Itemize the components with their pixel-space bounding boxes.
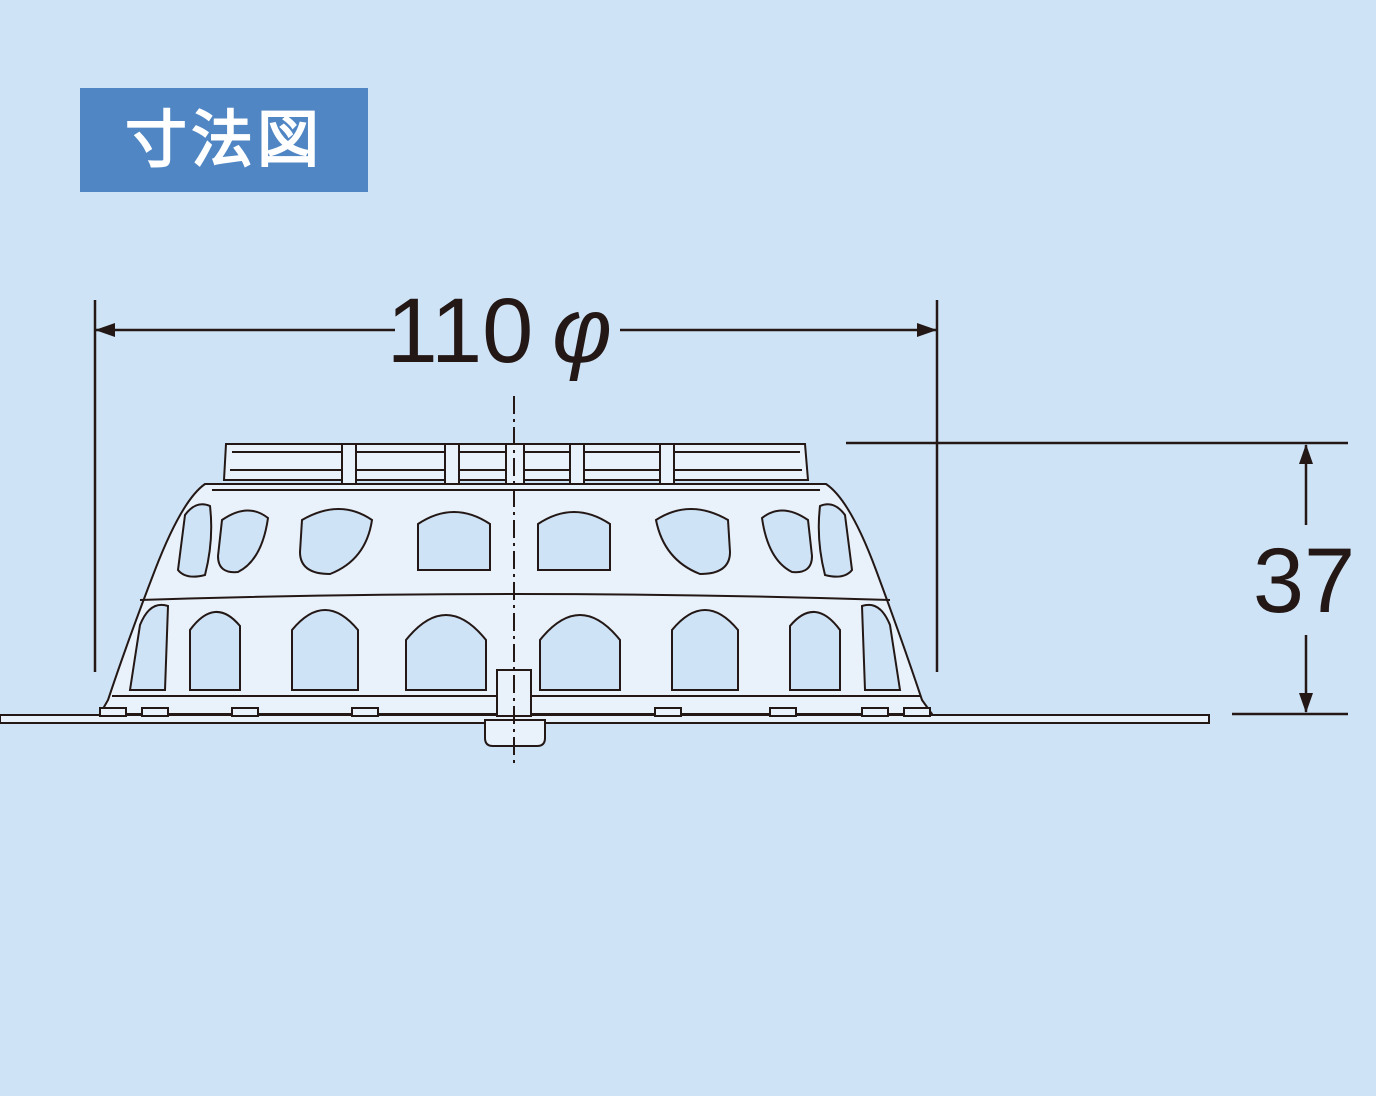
base-foot <box>654 707 682 717</box>
base-feet <box>99 707 931 717</box>
top-clip <box>659 443 675 485</box>
top-clips <box>341 443 675 485</box>
base-foot <box>769 707 797 717</box>
diameter-value-label: 110 <box>387 280 534 382</box>
lower-opening <box>539 614 621 691</box>
upper-opening <box>298 508 374 576</box>
height-value-label: 37 <box>1253 530 1355 632</box>
upper-opening <box>216 509 270 574</box>
flange-plate <box>0 714 1210 724</box>
lower-openings <box>128 603 902 691</box>
top-clip <box>444 443 460 485</box>
upper-opening <box>760 509 814 574</box>
lower-opening <box>189 610 241 691</box>
bottom-latch-foot <box>484 719 546 747</box>
upper-opening <box>417 511 491 571</box>
title-badge: 寸法図 <box>80 88 368 192</box>
upper-opening <box>176 503 213 578</box>
base-foot <box>231 707 259 717</box>
top-clip <box>569 443 585 485</box>
upper-opening <box>537 511 611 571</box>
base-foot <box>99 707 127 717</box>
base-foot <box>861 707 889 717</box>
lower-opening <box>671 609 739 691</box>
diameter-symbol-label: φ <box>552 280 612 382</box>
height-dimension: 37 <box>846 441 1355 716</box>
strainer-part <box>98 443 934 747</box>
base-foot <box>351 707 379 717</box>
lower-opening <box>789 610 841 691</box>
lower-opening <box>860 603 902 691</box>
lower-opening <box>128 603 170 691</box>
upper-opening <box>817 503 854 578</box>
lower-opening <box>405 614 487 691</box>
width-dimension: 110 φ <box>93 280 939 672</box>
base-foot <box>903 707 931 717</box>
upper-openings <box>176 503 854 578</box>
top-clip <box>341 443 357 485</box>
upper-opening <box>654 508 732 576</box>
lower-opening <box>291 609 359 691</box>
base-foot <box>141 707 169 717</box>
